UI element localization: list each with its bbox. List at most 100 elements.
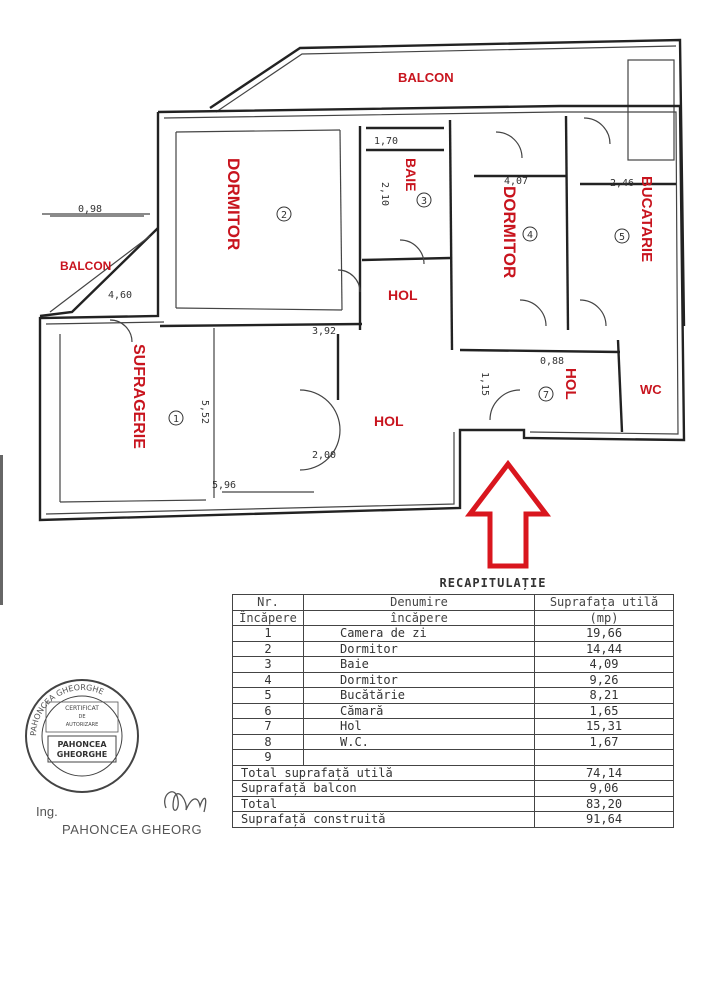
cell-name: Bucătărie <box>303 687 535 704</box>
cell-name: Cămară <box>303 702 535 719</box>
total-label: Total <box>232 795 535 812</box>
total-value: 83,20 <box>534 795 674 812</box>
header-mp: (mp) <box>534 609 674 626</box>
engineer-name: PAHONCEA GHEORG <box>62 822 203 837</box>
total-label: Total suprafață utilă <box>232 764 535 781</box>
stamp-name: PAHONCEA <box>57 740 107 749</box>
balcony-left-outline <box>39 227 159 318</box>
cell-area: 4,09 <box>534 656 674 673</box>
cell-area: 1,67 <box>534 733 674 750</box>
cell-name: Baie <box>303 656 535 673</box>
room-number: 5 <box>619 232 625 243</box>
room-number: 1 <box>173 414 179 425</box>
cell-nr: 9 <box>232 749 304 766</box>
header-nr: Nr. <box>232 594 304 611</box>
header-denumire: Denumire <box>303 594 535 611</box>
cell-name <box>303 749 535 766</box>
dim-text: 5,96 <box>212 480 236 491</box>
engineer-prefix: Ing. <box>36 804 58 819</box>
recap-title: RECAPITULAȚIE <box>439 576 547 590</box>
room-number: 7 <box>543 390 549 401</box>
table-row: 6 Cămară 1,65 <box>232 702 674 719</box>
cell-nr: 7 <box>232 718 304 735</box>
door-swing <box>299 389 341 431</box>
dim-text: 0,88 <box>540 356 564 367</box>
label-baie: BAIE <box>403 158 419 191</box>
label-hol-small: HOL <box>388 287 418 303</box>
cell-area: 9,26 <box>534 671 674 688</box>
signature <box>164 791 207 813</box>
cell-area: 1,65 <box>534 702 674 719</box>
cell-area <box>534 749 674 766</box>
room-number: 2 <box>281 210 287 221</box>
floor-plan: BALCON BALCON DORMITOR BAIE DORMITOR BUC… <box>38 38 686 569</box>
total-value: 74,14 <box>534 764 674 781</box>
total-row: Suprafață construită 91,64 <box>232 811 674 828</box>
stamp-name: GHEORGHE <box>57 750 107 759</box>
cell-name: Dormitor <box>303 640 535 657</box>
label-hol-center: HOL <box>374 413 404 429</box>
header-incapere: Încăpere <box>232 609 304 626</box>
total-value: 9,06 <box>534 780 674 797</box>
cell-nr: 1 <box>232 625 304 642</box>
room-number: 4 <box>527 230 533 241</box>
table-row: 7 Hol 15,31 <box>232 718 674 735</box>
recap-table: Nr. Denumire Suprafața utilă Încăpere în… <box>232 594 674 828</box>
total-label: Suprafață construită <box>232 811 535 828</box>
header-suprafata: Suprafața utilă <box>534 594 674 611</box>
stamp-line: CERTIFICAT <box>65 705 99 712</box>
cell-name: Camera de zi <box>303 625 535 642</box>
table-header-row: Nr. Denumire Suprafața utilă <box>232 594 674 611</box>
stamp-line: DE <box>78 714 85 720</box>
cell-name: Dormitor <box>303 671 535 688</box>
table-row: 1 Camera de zi 19,66 <box>232 625 674 642</box>
table-row: 9 <box>232 749 674 766</box>
label-hol-right: HOL <box>562 368 579 400</box>
outer-walls <box>38 104 686 522</box>
label-balcon-top: BALCON <box>398 70 454 85</box>
cell-area: 19,66 <box>534 625 674 642</box>
entrance-arrow-icon <box>464 459 552 569</box>
table-row: 5 Bucătărie 8,21 <box>232 687 674 704</box>
table-row: 2 Dormitor 14,44 <box>232 640 674 657</box>
dim-text: 2,10 <box>379 182 390 206</box>
cell-nr: 8 <box>232 733 304 750</box>
cell-area: 8,21 <box>534 687 674 704</box>
table-header-row: Încăpere încăpere (mp) <box>232 609 674 626</box>
total-row: Total suprafață utilă 74,14 <box>232 764 674 781</box>
label-sufragerie: SUFRAGERIE <box>130 344 147 449</box>
cell-area: 14,44 <box>534 640 674 657</box>
recap-section: RECAPITULAȚIE Nr. Denumire Suprafața uti… <box>232 576 674 828</box>
total-row: Suprafață balcon 9,06 <box>232 780 674 797</box>
dim-text: 3,92 <box>312 326 336 337</box>
dim-text: 1,70 <box>374 136 398 147</box>
scan-edge-mark <box>0 455 3 605</box>
dim-text: 0,98 <box>78 204 102 215</box>
table-row: 3 Baie 4,09 <box>232 656 674 673</box>
cell-nr: 5 <box>232 687 304 704</box>
label-dormitor-left: DORMITOR <box>224 158 243 250</box>
cell-nr: 6 <box>232 702 304 719</box>
dim-text: 2,00 <box>312 450 336 461</box>
dim-text: 1,15 <box>479 372 490 396</box>
total-value: 91,64 <box>534 811 674 828</box>
room-number-markers: 1 2 3 4 5 7 <box>168 192 630 426</box>
header-incapere-2: încăpere <box>303 609 535 626</box>
total-label: Suprafață balcon <box>232 780 535 797</box>
total-row: Total 83,20 <box>232 795 674 812</box>
official-stamp: CERTIFICAT DE AUTORIZARE PAHONCEA GHEORG… <box>25 679 139 793</box>
stamp-line: AUTORIZARE <box>66 722 99 728</box>
table-row: 8 W.C. 1,67 <box>232 733 674 750</box>
label-balcon-left: BALCON <box>60 259 111 273</box>
cell-nr: 3 <box>232 656 304 673</box>
dim-text: 2,46 <box>610 178 634 189</box>
dim-text: 5,52 <box>199 400 210 424</box>
cell-name: Hol <box>303 718 535 735</box>
cell-name: W.C. <box>303 733 535 750</box>
cell-area: 15,31 <box>534 718 674 735</box>
label-dormitor-right: DORMITOR <box>500 186 519 278</box>
label-wc: WC <box>640 382 662 397</box>
dim-text: 4,60 <box>108 290 132 301</box>
room-number: 3 <box>421 196 427 207</box>
cell-nr: 2 <box>232 640 304 657</box>
